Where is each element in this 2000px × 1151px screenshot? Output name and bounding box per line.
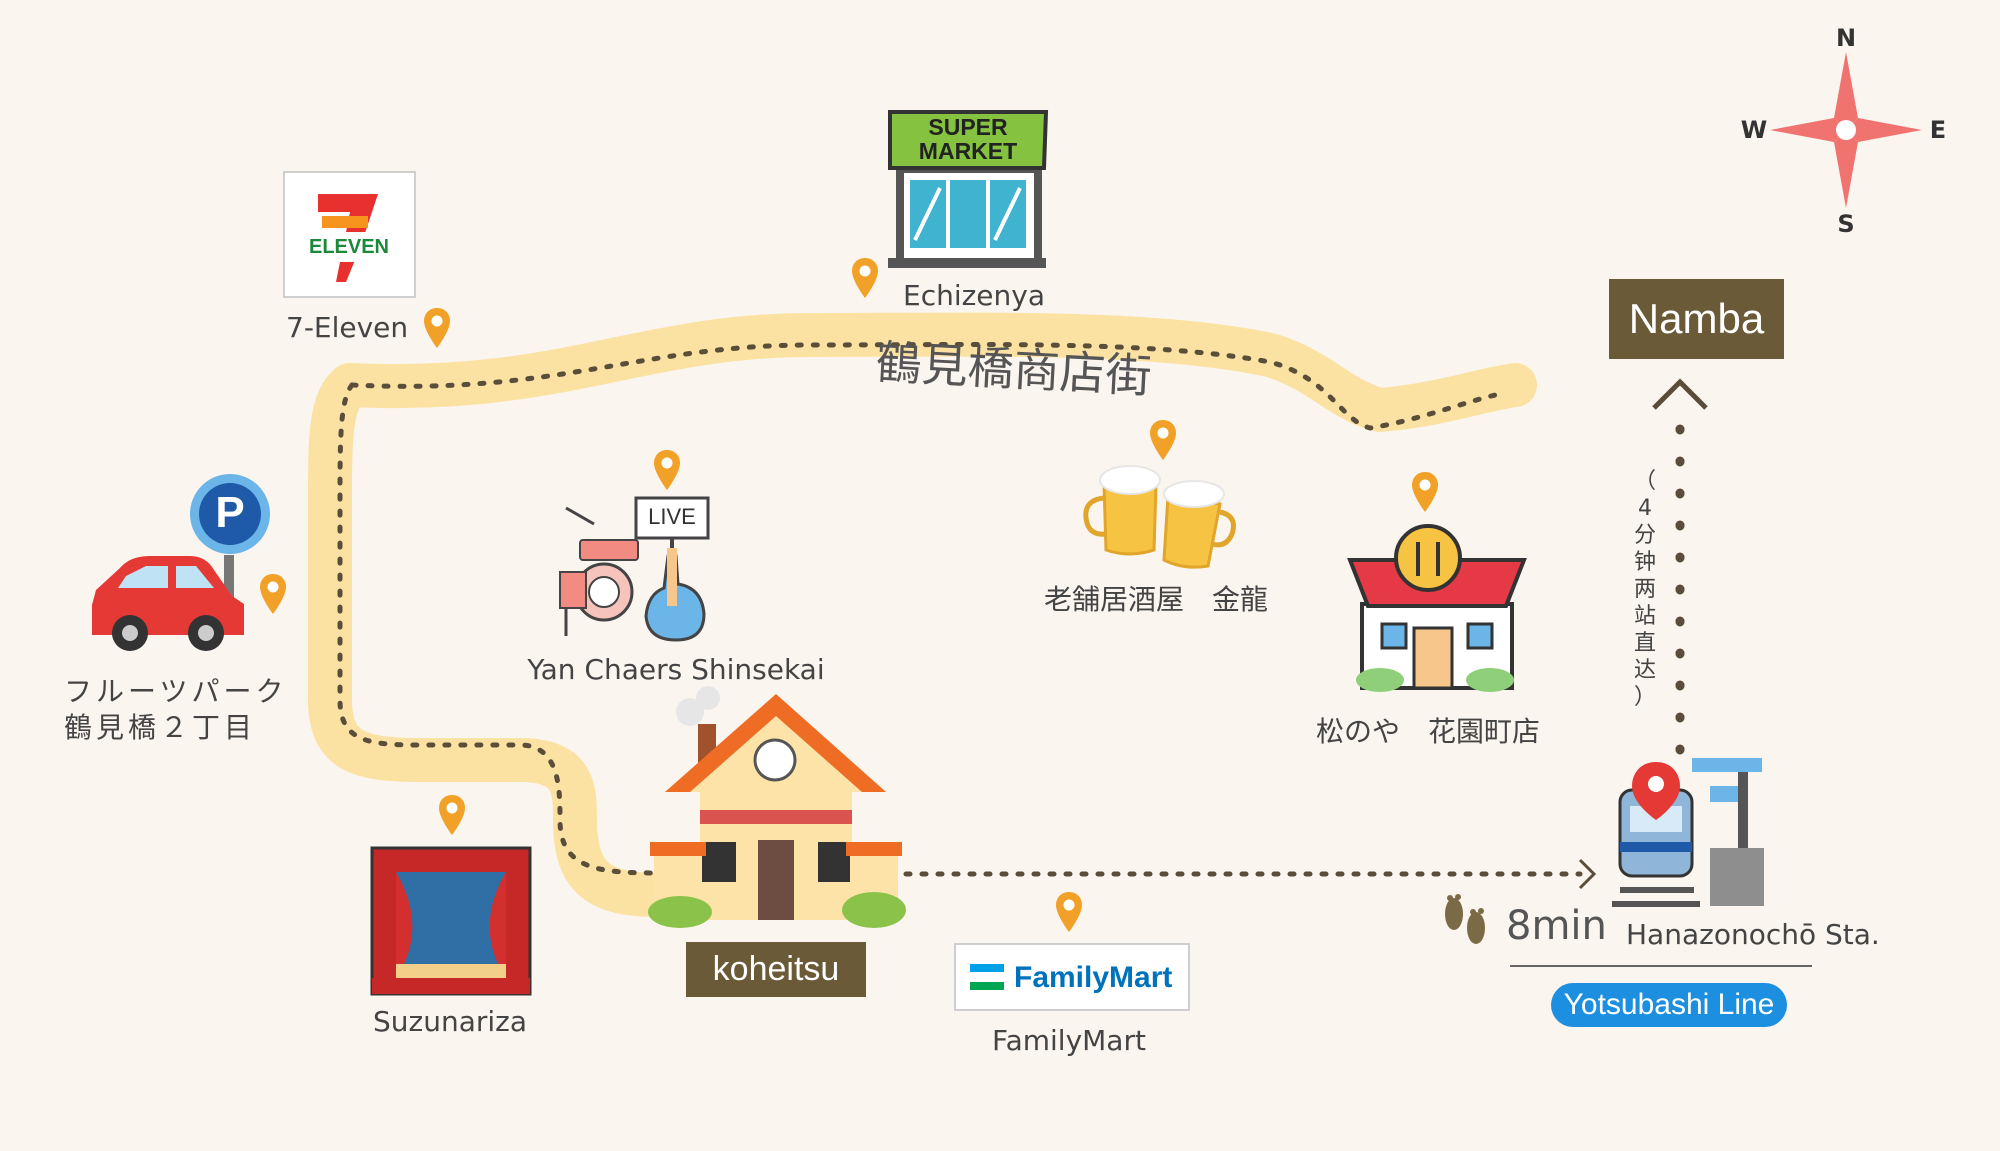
note-char: 直 (1633, 631, 1656, 656)
note-char: ） (1633, 685, 1656, 710)
seven-eleven-label[interactable]: 7-Eleven (286, 311, 409, 344)
pin-supermarket[interactable] (852, 258, 878, 298)
shopping-street-road (328, 312, 1537, 432)
supermarket-label[interactable]: Echizenya (903, 279, 1046, 312)
walk-time-label: 8min (1506, 903, 1607, 949)
compass-east-label: E (1929, 116, 1947, 144)
pin-familymart[interactable] (1056, 892, 1082, 932)
seven-eleven-logo (283, 171, 416, 298)
beer-mugs-icon (1083, 465, 1236, 569)
supermarket-icon (888, 110, 1049, 268)
parking-sign-letter: P (215, 488, 245, 537)
compass-south-label: S (1837, 210, 1855, 238)
theater-label[interactable]: Suzunariza (372, 1005, 528, 1038)
pin-seven-eleven[interactable] (424, 308, 450, 348)
compass-north-label: N (1835, 24, 1857, 52)
namba-label[interactable]: Namba (1609, 279, 1784, 359)
supermarket-sign-line1: SUPER (928, 114, 1008, 140)
pin-parking[interactable] (260, 574, 286, 614)
pin-theater[interactable] (439, 795, 465, 835)
home-house-icon (648, 686, 906, 928)
note-char: 4 (1638, 496, 1652, 521)
route-arrow-icon (1578, 858, 1597, 890)
footprints-icon (1445, 894, 1485, 944)
note-char: （ (1633, 469, 1656, 494)
seven-eleven-logo-text: ELEVEN (308, 236, 390, 258)
parking-icon (92, 474, 270, 651)
live-house-label[interactable]: Yan Chaers Shinsekai (527, 653, 825, 686)
familymart-logo (954, 943, 1190, 1011)
compass-rose-icon (1770, 52, 1922, 208)
izakaya-label[interactable]: 老舗居酒屋 金龍 (1043, 583, 1269, 616)
familymart-logo-text: FamilyMart (1014, 961, 1173, 994)
note-char: 两 (1633, 577, 1656, 602)
note-char: 站 (1633, 604, 1656, 629)
supermarket-sign-line2: MARKET (918, 138, 1018, 164)
live-sign-text: LIVE (648, 504, 696, 529)
compass-west-label: W (1740, 116, 1768, 144)
namba-travel-note: （ 4 分 钟 两 站 直 达 ） (1628, 468, 1662, 711)
parking-label-line2[interactable]: 鶴見橋２丁目 (64, 711, 257, 744)
pin-live-house[interactable] (654, 450, 680, 490)
walking-route-street (349, 342, 1503, 431)
yotsubashi-line-badge[interactable]: Yotsubashi Line (1551, 983, 1787, 1027)
restaurant-icon (1347, 524, 1527, 692)
theater-stage-icon (370, 846, 532, 996)
walking-route-side (337, 382, 663, 876)
train-station-icon (1612, 758, 1764, 907)
live-music-icon (559, 496, 710, 642)
home-label[interactable]: koheitsu (686, 942, 866, 997)
parking-label-line1[interactable]: フルーツパーク (64, 675, 288, 708)
note-char: 钟 (1633, 550, 1656, 575)
note-char: 分 (1633, 523, 1656, 548)
namba-arrow-icon (1652, 378, 1708, 410)
note-char: 达 (1633, 658, 1656, 683)
side-road (308, 363, 682, 917)
pin-restaurant[interactable] (1412, 472, 1438, 512)
familymart-label[interactable]: FamilyMart (992, 1024, 1146, 1057)
pin-izakaya[interactable] (1150, 420, 1176, 460)
restaurant-label[interactable]: 松のや 花園町店 (1315, 715, 1541, 748)
station-label[interactable]: Hanazonochō Sta. (1626, 918, 1880, 951)
